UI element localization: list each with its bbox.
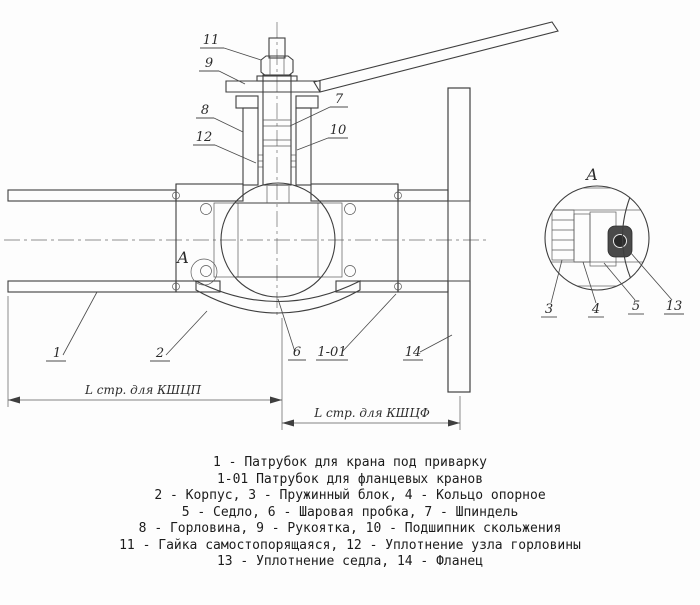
legend-line-1: 1 - Патрубок для крана под приварку bbox=[213, 455, 487, 470]
seat-left bbox=[200, 202, 239, 278]
callout-12: 12 bbox=[196, 130, 213, 145]
legend-line-6: 11 - Гайка самостопорящаяся, 12 - Уплотн… bbox=[119, 537, 581, 553]
dimension-lines: L стр. для КШЦП L стр. для КШЦФ bbox=[7, 296, 461, 430]
parts-legend: 1 - Патрубок для крана под приварку 1-01… bbox=[0, 445, 700, 571]
legend-line-7: 13 - Уплотнение седла, 14 - Фланец bbox=[216, 554, 484, 569]
callout-3: 3 bbox=[545, 302, 553, 317]
legend-line-5: 8 - Горловина, 9 - Рукоятка, 10 - Подшип… bbox=[138, 521, 562, 536]
callout-5: 5 bbox=[632, 299, 640, 314]
left-pipe bbox=[7, 189, 177, 293]
legend-line-3: 2 - Корпус, 3 - Пружинный блок, 4 - Коль… bbox=[154, 488, 546, 503]
seat-right bbox=[317, 202, 356, 278]
callout-1: 1 bbox=[53, 346, 61, 361]
callout-1-01: 1-01 bbox=[317, 345, 346, 360]
callout-13: 13 bbox=[666, 299, 683, 314]
ball-valve-drawing: A 11 9 8 12 7 10 1 2 6 1-01 bbox=[4, 21, 684, 430]
callout-2: 2 bbox=[155, 346, 164, 361]
callouts-main: 11 9 8 12 7 10 1 2 6 1-01 14 bbox=[46, 33, 453, 362]
stem bbox=[262, 74, 292, 186]
callout-8: 8 bbox=[201, 103, 209, 118]
callout-9: 9 bbox=[205, 56, 213, 71]
callout-10: 10 bbox=[330, 123, 347, 138]
detail-a-content bbox=[545, 187, 649, 287]
section-a-label: A bbox=[175, 248, 189, 267]
section-a-marker: A bbox=[175, 248, 218, 286]
handle bbox=[225, 21, 559, 93]
right-pipe-flange bbox=[397, 87, 471, 393]
detail-a-title: A bbox=[584, 165, 598, 184]
legend-line-4: 5 - Седло, 6 - Шаровая пробка, 7 - Шпинд… bbox=[181, 504, 519, 520]
callout-4: 4 bbox=[591, 302, 600, 317]
callout-7: 7 bbox=[335, 92, 344, 107]
centerlines bbox=[4, 22, 486, 316]
ball bbox=[220, 182, 336, 298]
callout-11: 11 bbox=[203, 33, 220, 48]
callout-14: 14 bbox=[405, 345, 422, 360]
neck bbox=[235, 95, 319, 186]
callout-6: 6 bbox=[293, 345, 301, 360]
dim-left-label: L стр. для КШЦП bbox=[84, 383, 202, 397]
callouts-detail: 3 4 5 13 bbox=[541, 251, 684, 318]
dim-right-label: L стр. для КШЦФ bbox=[313, 406, 430, 420]
detail-a-view: A 3 4 5 13 bbox=[541, 165, 684, 318]
legend-line-2: 1-01 Патрубок для фланцевых кранов bbox=[216, 471, 484, 487]
